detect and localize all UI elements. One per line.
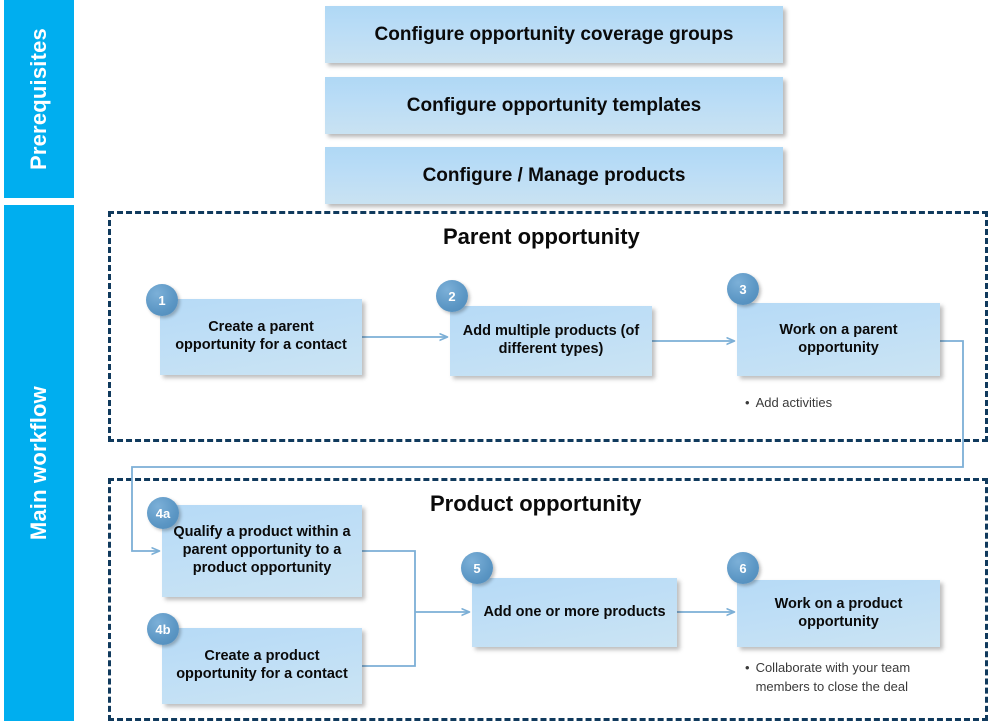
note-text: Add activities xyxy=(755,395,833,410)
step-box-label: Qualify a product within a parent opport… xyxy=(173,524,351,576)
step-box-label: Work on a product opportunity xyxy=(774,595,903,630)
note-collaborate-team: • Collaborate with your team members to … xyxy=(745,659,930,697)
prerequisite-box-label: Configure / Manage products xyxy=(422,164,686,186)
step-box-create-product-opportunity[interactable]: Create a product opportunity for a conta… xyxy=(162,628,362,704)
bullet-icon: • xyxy=(745,660,750,675)
step-badge-2: 2 xyxy=(436,280,468,312)
group-title-product-opportunity: Product opportunity xyxy=(430,491,642,516)
prerequisite-box-coverage-groups[interactable]: Configure opportunity coverage groups xyxy=(325,6,783,63)
step-box-label: Add one or more products xyxy=(483,603,666,620)
note-text: Collaborate with your team members to cl… xyxy=(755,660,911,694)
step-badge-6: 6 xyxy=(727,552,759,584)
prerequisite-box-label: Configure opportunity templates xyxy=(406,94,702,116)
step-box-label: Work on a parent opportunity xyxy=(779,321,898,356)
section-bar-prerequisites: Prerequisites xyxy=(4,0,74,198)
prerequisite-box-manage-products[interactable]: Configure / Manage products xyxy=(325,147,783,204)
note-add-activities: • Add activities xyxy=(745,394,955,413)
group-title-parent-opportunity: Parent opportunity xyxy=(443,224,640,249)
prerequisite-box-label: Configure opportunity coverage groups xyxy=(374,23,734,45)
step-box-create-parent-opportunity[interactable]: Create a parent opportunity for a contac… xyxy=(160,299,362,375)
step-badge-1: 1 xyxy=(146,284,178,316)
step-box-add-one-or-more-products[interactable]: Add one or more products xyxy=(472,578,677,647)
step-badge-4b: 4b xyxy=(147,613,179,645)
prerequisite-box-opportunity-templates[interactable]: Configure opportunity templates xyxy=(325,77,783,134)
step-badge-3: 3 xyxy=(727,273,759,305)
step-badge-5: 5 xyxy=(461,552,493,584)
section-bar-prerequisites-label: Prerequisites xyxy=(26,27,51,170)
step-box-work-on-product-opportunity[interactable]: Work on a product opportunity xyxy=(737,580,940,647)
step-box-label: Create a product opportunity for a conta… xyxy=(176,648,348,682)
step-box-label: Create a parent opportunity for a contac… xyxy=(175,319,347,353)
section-bar-main-workflow-label: Main workflow xyxy=(26,385,51,541)
step-badge-4a: 4a xyxy=(147,497,179,529)
step-box-label: Add multiple products (of different type… xyxy=(462,323,640,357)
step-box-work-on-parent-opportunity[interactable]: Work on a parent opportunity xyxy=(737,303,940,376)
bullet-icon: • xyxy=(745,395,750,410)
step-box-qualify-product[interactable]: Qualify a product within a parent opport… xyxy=(162,505,362,597)
section-bar-main-workflow: Main workflow xyxy=(4,205,74,721)
step-box-add-multiple-products[interactable]: Add multiple products (of different type… xyxy=(450,306,652,376)
